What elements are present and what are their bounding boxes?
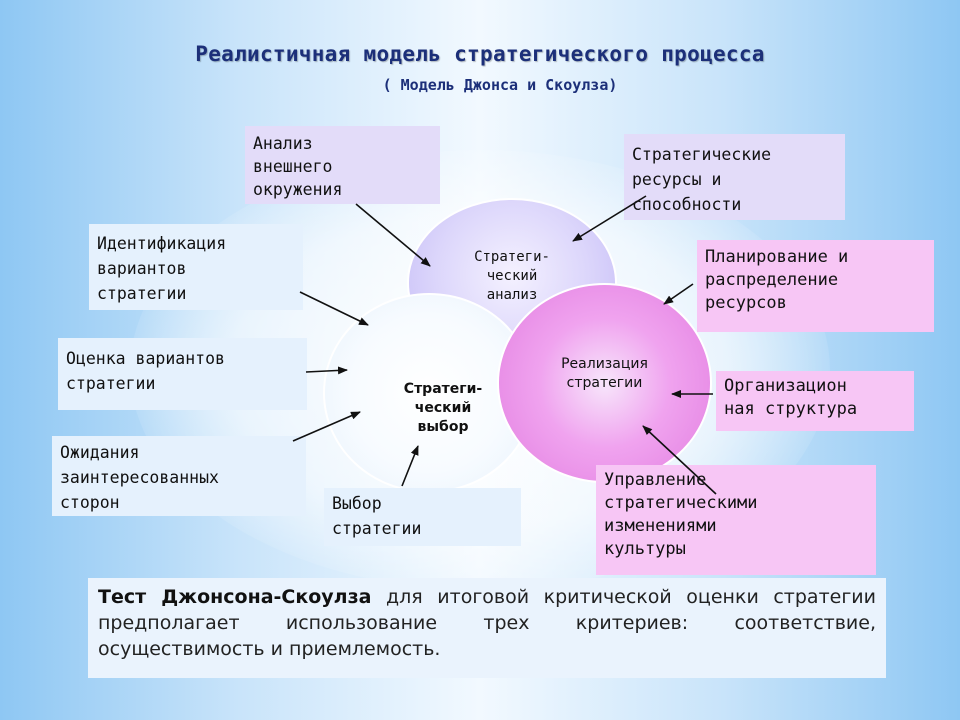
arrow-selection-to-choice [401, 445, 419, 487]
test-description: для итоговой критической оценки стратеги… [98, 586, 877, 660]
arrow-planning-to-realization [663, 283, 694, 305]
box-line: Планирование и [705, 247, 849, 267]
circle-strategy-realization: Реализация стратегии [497, 283, 712, 483]
box-line: Выбор [332, 494, 382, 513]
box-line: внешнего [253, 157, 333, 176]
box-resource-planning: Планирование и распределение ресурсов [697, 240, 934, 332]
box-external-environment-analysis: Анализ внешнего окружения [245, 126, 440, 204]
circle-label-line: выбор [417, 418, 469, 435]
box-stakeholder-expectations: Ожидания заинтересованных сторон [52, 436, 306, 516]
box-line: стратегии [332, 519, 422, 538]
circle-strategic-choice: Стратеги- ческий выбор [323, 293, 535, 493]
arrow-change-to-realization [642, 425, 717, 495]
box-strategic-resources: Стратегические ресурсы и способности [624, 134, 845, 220]
circle-label-line: анализ [486, 286, 538, 303]
circle-label-line: ческий [414, 399, 472, 416]
box-line: Оценка вариантов [66, 349, 225, 368]
arrow-evaluation-to-choice [305, 366, 348, 375]
box-line: Организацион [724, 376, 847, 396]
box-line: ная структура [724, 399, 858, 419]
arrow-expectations-to-choice [292, 411, 361, 442]
box-line: стратегии [97, 284, 187, 303]
circle-label-line: Реализация [561, 356, 648, 372]
box-line: ресурсы и [632, 170, 722, 189]
box-org-structure: Организацион ная структура [716, 371, 914, 431]
box-line: изменениями [604, 516, 717, 536]
box-line: способности [632, 195, 742, 214]
box-line: Ожидания [60, 443, 140, 462]
box-line: Стратегические [632, 145, 772, 164]
box-strategy-selection: Выбор стратегии [324, 488, 521, 546]
box-line: Управление [604, 470, 707, 490]
box-line: стратегическими [604, 493, 758, 513]
box-line: заинтересованных [60, 468, 219, 487]
box-strategy-evaluation: Оценка вариантов стратегии [58, 338, 307, 410]
jones-scholes-test-note: Тест Джонсона-Скоулза для итоговой крити… [88, 578, 886, 678]
test-name: Тест Джонсона-Скоулза [98, 586, 372, 608]
box-line: сторон [60, 493, 120, 512]
box-line: распределение [705, 270, 839, 290]
box-line: Идентификация [97, 234, 227, 253]
page-title: Реалистичная модель стратегического проц… [195, 42, 765, 66]
box-line: культуры [604, 539, 686, 559]
box-change-management: Управление стратегическими изменениями к… [596, 465, 876, 575]
circle-label-line: Стратеги- [474, 248, 550, 265]
box-line: стратегии [66, 374, 156, 393]
circle-label-line: стратегии [566, 375, 643, 391]
arrow-identification-to-choice [299, 291, 369, 326]
page-subtitle: ( Модель Джонса и Скоулза) [382, 76, 618, 94]
circle-label-line: Стратеги- [403, 380, 483, 397]
box-line: ресурсов [705, 293, 787, 313]
box-strategy-identification: Идентификация вариантов стратегии [89, 224, 303, 310]
circle-label-line: ческий [486, 267, 538, 284]
box-line: вариантов [97, 259, 187, 278]
arrow-external-to-analysis [355, 203, 431, 267]
box-line: окружения [253, 180, 343, 199]
arrow-resources-to-analysis [572, 195, 647, 242]
box-line: Анализ [253, 134, 313, 153]
